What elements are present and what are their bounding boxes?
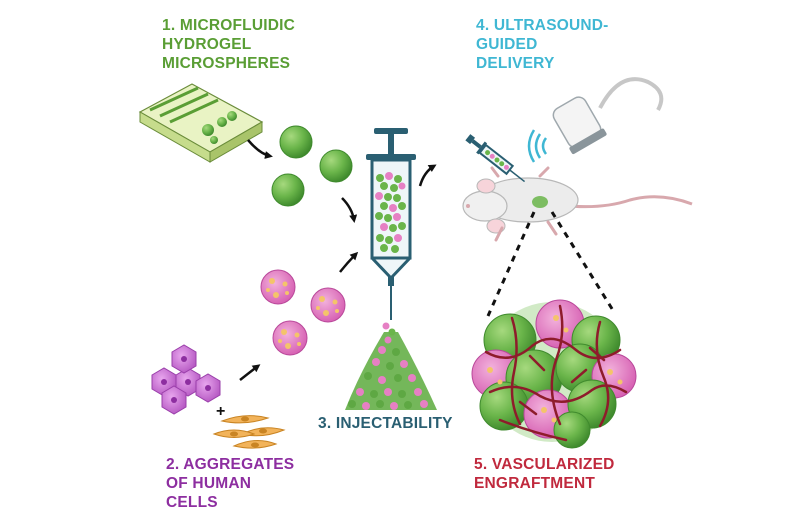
label-microfluidic-hydrogel-microspheres: 1. MICROFLUIDIC HYDROGEL MICROSPHERES xyxy=(162,16,295,73)
label-line: OF HUMAN xyxy=(166,475,252,492)
label-line: HYDROGEL xyxy=(162,36,252,53)
label-line: 1. MICROFLUIDIC xyxy=(162,17,296,34)
engraftment-cluster-icon xyxy=(471,299,637,449)
label-line: 2. AGGREGATES xyxy=(166,456,295,473)
fibroblast-icon xyxy=(212,415,286,449)
label-line: 5. VASCULARIZED xyxy=(474,456,615,473)
label-vascularized-engraftment: 5. VASCULARIZED ENGRAFTMENT xyxy=(474,455,615,493)
cell-aggregate-icon xyxy=(260,269,346,356)
human-cells-icon xyxy=(151,344,221,415)
plus-sign: + xyxy=(216,403,225,420)
label-aggregates-of-human-cells: 2. AGGREGATES OF HUMAN CELLS xyxy=(166,455,294,512)
label-injectability: 3. INJECTABILITY xyxy=(318,414,453,433)
label-ultrasound-guided-delivery: 4. ULTRASOUND- GUIDED DELIVERY xyxy=(476,16,609,73)
label-line: MICROSPHERES xyxy=(162,55,291,72)
syringe-icon xyxy=(366,128,416,320)
hydrogel-sphere-icon xyxy=(271,125,353,207)
injected-pile-icon xyxy=(345,322,437,410)
zoom-lines xyxy=(486,211,616,317)
label-line: 4. ULTRASOUND- xyxy=(476,17,609,34)
arrow-icon xyxy=(239,139,437,381)
ultrasound-probe-icon xyxy=(527,77,664,163)
microfluidic-chip-icon xyxy=(138,83,264,163)
label-line: CELLS xyxy=(166,494,218,511)
mouse-icon xyxy=(462,166,693,242)
label-line: DELIVERY xyxy=(476,55,555,72)
small-syringe-icon xyxy=(465,134,526,183)
label-line: 3. INJECTABILITY xyxy=(318,415,453,432)
label-line: GUIDED xyxy=(476,36,538,53)
label-line: ENGRAFTMENT xyxy=(474,475,596,492)
